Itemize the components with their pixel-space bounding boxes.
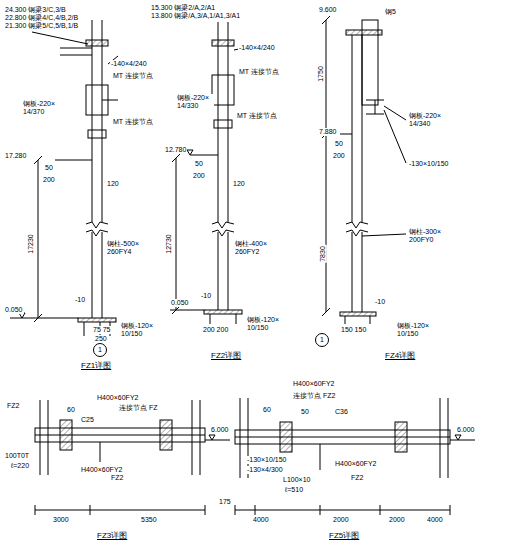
dimension-label: 50 [194,160,204,168]
dimension-label: 钢柱-500× 260FY4 [106,240,148,256]
dimension-label: MT 连接节点 [112,118,154,126]
dimension-label: 200 [42,176,56,184]
dimension-label: 120 [232,180,246,188]
dimension-label: FZ2 [6,402,20,410]
axis-circle: 1 [315,333,329,347]
dimension-label: 175 [218,498,232,506]
dimension-label: 6.000 [210,426,230,434]
dimension-label: 250 [94,335,108,343]
dimension-label: FZ2 [350,474,364,482]
dimension-label: 1750 [317,65,325,83]
dimension-label: 0.050 [170,299,190,307]
dimension-label: 钢板-220× 14/340 [408,112,448,128]
beam-fz5 [235,398,475,515]
dimension-label: -140×4/240 [238,44,276,52]
dimension-label: 7.880 [318,128,338,136]
dimension-label: 钢5 [384,8,397,16]
axis-number: 1 [320,336,324,344]
dimension-label: 75 75 [92,326,112,334]
column-fz2 [170,22,244,324]
dimension-label: 22.800 钢梁4/C,4/B,2/B [4,14,79,22]
column-fz4 [322,16,406,324]
dimension-label: H400×60FY2 [96,394,139,402]
dimension-label: -10 [200,292,212,300]
dimension-label: 钢柱-400× 260FY2 [234,240,276,256]
dimension-label: 60 [66,406,76,414]
axis-circle: 1 [93,343,107,357]
dimension-label: L100×10 [282,476,311,484]
dimension-label: 6.000 [456,426,476,434]
dimension-label: 60 [262,406,272,414]
dimension-label: 200 [332,152,346,160]
dimension-label: 2000 [388,516,406,524]
dimension-label: 17230 [27,233,35,254]
dimension-label: 50 [300,408,310,416]
dimension-label: 0.050 [4,306,24,314]
dimension-label: 钢板-220× 14/370 [22,100,60,116]
dimension-label: 17.280 [4,152,27,160]
dimension-label: -10 [74,296,86,304]
figure-caption: FZ2详图 [210,352,242,360]
dimension-label: 120 [106,180,120,188]
figure-caption: FZ5详图 [328,532,360,540]
dimension-label: -130×10/150 [246,456,288,464]
dimension-label: 2000 [332,516,350,524]
dimension-label: 钢板-220× 14/330 [176,94,214,110]
dimension-label: 50 [334,140,344,148]
dimension-label: 100T0T [4,452,30,460]
dimension-label: ℓ=510 [284,486,304,494]
dimension-label: 连接节点 FZ [118,404,159,412]
dimension-label: 钢柱-300× 200FY0 [408,228,450,244]
dimension-label: 12.780 [164,146,187,154]
dimension-label: C36 [334,408,349,416]
dimension-label: 7830 [319,245,327,263]
dimension-label: 连接节点 FZ2 [292,392,336,400]
dimension-label: 钢板-120× 10/150 [120,322,168,338]
dimension-label: 13.800 钢梁/A,3/A,1/A1,3/A1 [150,12,241,20]
dimension-label: -10 [374,298,386,306]
dimension-label: 5350 [140,516,158,524]
dimension-label: 15.300 钢梁2/A,2/A1 [150,4,216,12]
dimension-label: MT 连接节点 [238,68,280,76]
dimension-label: 200 [192,172,206,180]
dimension-label: H400×60FY2 [80,466,123,474]
dimension-label: MT 连接节点 [112,72,154,80]
dimension-label: MT 连接节点 [236,112,278,120]
axis-number: 1 [98,346,102,354]
dimension-label: 12730 [165,233,173,254]
dimension-label: 4000 [252,516,270,524]
column-fz1 [10,20,118,342]
dimension-label: 4000 [426,516,444,524]
dimension-label: 3000 [52,516,70,524]
beam-fz3 [35,400,230,515]
dimension-label: 150 150 [340,326,367,334]
dimension-label: -130×4/300 [246,466,284,474]
dimension-label: -130×10/150 [408,160,450,168]
dimension-label: H400×60FY2 [334,460,377,468]
dimension-label: C25 [80,416,95,424]
dimension-label: 50 [44,164,54,172]
dimension-label: FZ2 [110,474,124,482]
dimension-label: ℓ=220 [10,462,30,470]
dimension-label: 200 200 [202,326,229,334]
dimension-label: 21.300 钢梁5/C,5/B,1/B [4,22,79,30]
dimension-label: -140×4/240 [110,60,148,68]
dimension-label: 24.300 钢梁3/C,3/B [4,6,67,14]
figure-caption: FZ4详图 [384,352,416,360]
figure-caption: FZ1详图 [80,362,112,370]
dimension-label: H400×60FY2 [292,380,335,388]
dimension-label: 9.600 [318,6,338,14]
figure-caption: FZ3详图 [96,532,128,540]
dimension-label: 钢板-120× 10/150 [246,316,294,332]
dimension-label: 钢板-120× 10/150 [396,322,444,338]
